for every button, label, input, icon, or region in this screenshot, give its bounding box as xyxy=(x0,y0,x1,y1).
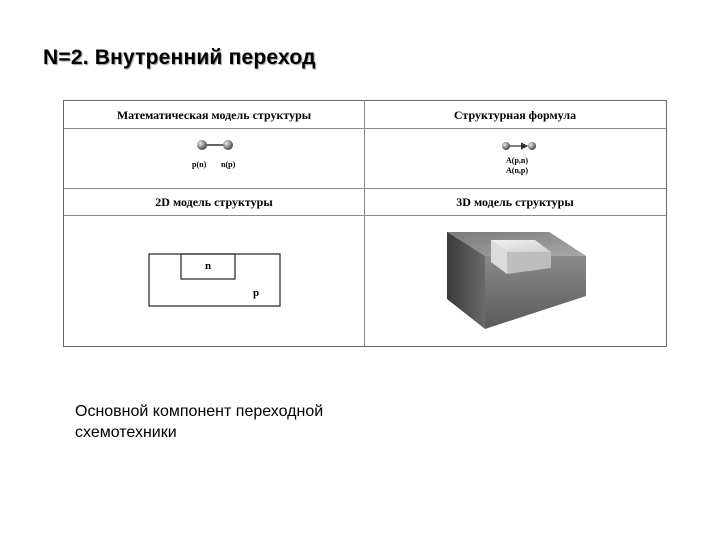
atom-label-right: n(p) xyxy=(221,160,236,169)
header-math-model: Математическая модель структуры xyxy=(116,108,312,122)
block-left-face xyxy=(447,232,485,329)
struct-formula-cell: A(p,n) A(n,p) xyxy=(365,129,667,188)
outer-region xyxy=(148,253,281,307)
formula-line-1: A(p,n) xyxy=(506,156,529,165)
atom-left xyxy=(197,140,207,150)
caption: Основной компонент переходной схемотехни… xyxy=(75,401,405,443)
inner-box-side xyxy=(491,240,507,274)
formula-line-2: A(n,p) xyxy=(506,166,529,175)
caption-line: схемотехники xyxy=(75,424,177,441)
structure-table: Математическая модель структуры Структур… xyxy=(63,100,667,347)
atom-right xyxy=(223,140,233,150)
2d-model-cell: n p xyxy=(64,216,364,347)
caption-line: Основной компонент переходной xyxy=(75,403,324,420)
atom-left xyxy=(502,142,510,150)
header-3d-model: 3D модель структуры xyxy=(456,195,574,209)
3d-model-cell xyxy=(365,216,667,347)
table-divider xyxy=(64,215,666,216)
atom-label-left: p(n) xyxy=(192,160,207,169)
table-divider xyxy=(364,101,365,346)
inner-box-top xyxy=(491,240,551,252)
slide-title: N=2. Внутренний переход xyxy=(43,46,316,69)
outer-region-label: p xyxy=(253,287,260,299)
table-divider xyxy=(64,128,666,129)
header-2d-model: 2D модель структуры xyxy=(155,195,273,209)
math-model-cell: p(n) n(p) xyxy=(64,129,364,188)
molecule-diagram xyxy=(197,140,233,150)
atom-right xyxy=(528,142,536,150)
inner-region-label: n xyxy=(205,260,212,272)
inner-box-front xyxy=(507,252,551,274)
block-front-face xyxy=(485,256,586,329)
header-struct-formula: Структурная формула xyxy=(453,108,577,122)
table-divider xyxy=(64,188,666,189)
2d-structure-diagram xyxy=(148,253,281,307)
inner-region xyxy=(180,253,236,280)
3d-structure-diagram xyxy=(447,232,586,329)
formula-diagram xyxy=(502,142,536,150)
